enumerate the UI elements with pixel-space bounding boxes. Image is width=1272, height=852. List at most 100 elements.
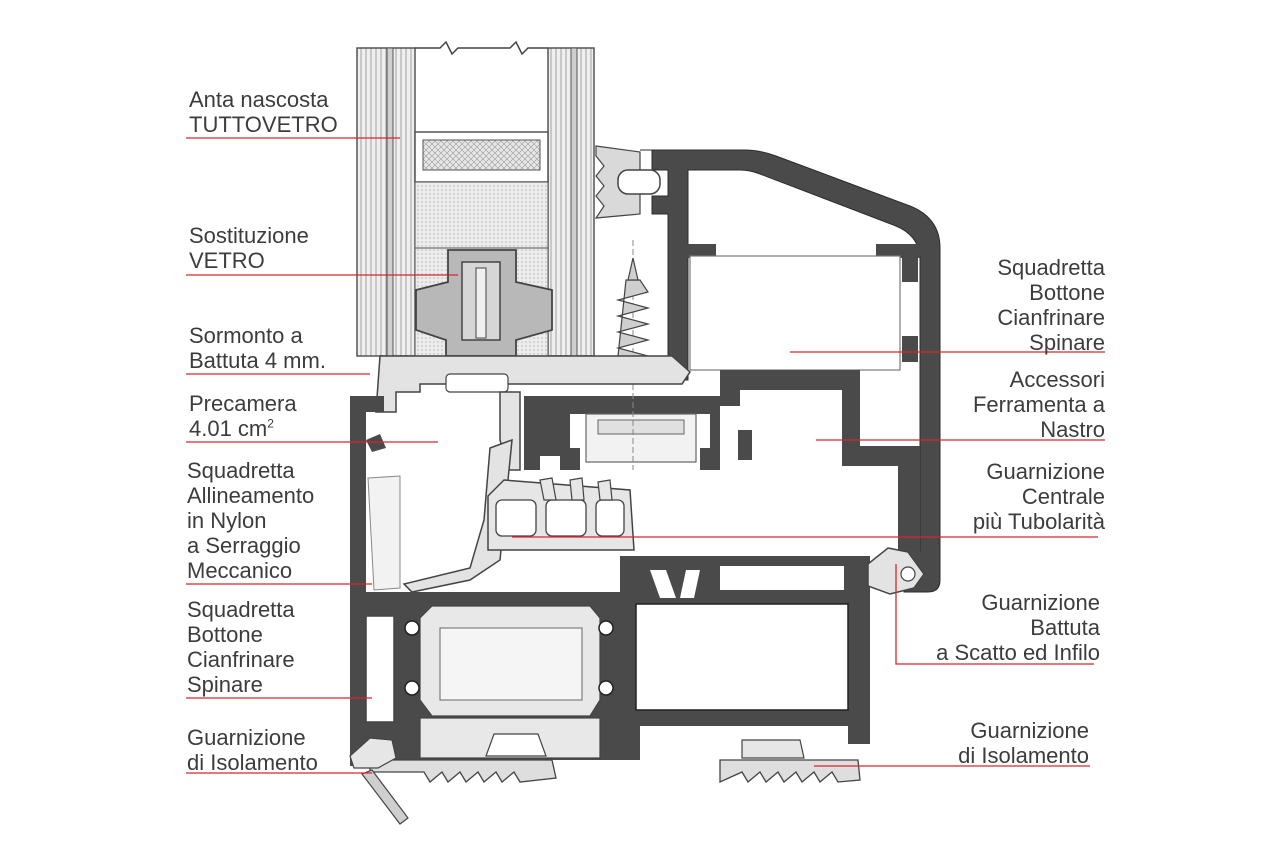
label-line: a Scatto ed Infilo [936, 640, 1100, 665]
hardware-channel [524, 240, 720, 470]
label-line: Guarnizione [986, 459, 1105, 484]
glazing-clip-rib [475, 267, 487, 339]
label-line: Cianfrinare [187, 647, 295, 672]
alignment-cleat [367, 475, 401, 591]
central-gasket [487, 477, 635, 551]
label-precamera: Precamera 4.01 cm2 [189, 391, 297, 441]
label-line: Squadretta [187, 597, 295, 622]
label-line: Guarnizione [187, 725, 306, 750]
label-sormonto: Sormonto a Battuta 4 mm. [189, 323, 326, 373]
insulation-gaskets [349, 737, 861, 825]
frame-inner-chamber-top [876, 244, 920, 258]
label-squadretta-bottone-right: Squadretta Bottone Cianfrinare Spinare [997, 255, 1105, 355]
label-isolamento-left: Guarnizione di Isolamento [187, 725, 318, 775]
label-line: Nastro [1040, 417, 1105, 442]
frame-wall [898, 466, 920, 556]
drip-fin [720, 566, 844, 590]
sealant [414, 181, 549, 249]
label-line: di Isolamento [958, 743, 1089, 768]
label-line: Precamera [189, 391, 297, 416]
insulation-gasket-right [719, 759, 861, 784]
label-line: Allineamento [187, 483, 315, 508]
frame-wall [738, 430, 752, 460]
lower-frame-left [350, 396, 401, 766]
label-line: Spinare [1029, 330, 1105, 355]
label-anta-nascosta: Anta nascosta TUTTOVETRO [189, 87, 338, 137]
drip-fin [650, 570, 676, 598]
sash-overlap [375, 355, 691, 413]
glass-unit [356, 40, 595, 357]
label-line: Accessori [1009, 367, 1105, 392]
label-line: Battuta 4 mm. [189, 348, 326, 373]
cleat-pin [404, 620, 420, 636]
corner-cleat-right [689, 255, 901, 371]
lower-right-chamber [635, 603, 849, 711]
label-line: TUTTOVETRO [189, 112, 338, 137]
label-line: Battuta [1030, 615, 1100, 640]
label-squadretta-bottone-left: Squadretta Bottone Cianfrinare Spinare [187, 597, 295, 697]
label-isolamento-right: Guarnizione di Isolamento [958, 718, 1089, 768]
corner-cleat-left [365, 615, 395, 723]
screw-tip [627, 257, 639, 281]
insulation-lip [361, 769, 409, 825]
central-gasket-fin [597, 479, 613, 501]
label-line: Cianfrinare [997, 305, 1105, 330]
cleat-pin [598, 620, 614, 636]
leader-lines [186, 137, 1105, 774]
label-guarnizione-battuta: Guarnizione Battuta a Scatto ed Infilo [936, 590, 1100, 665]
label-line: Squadretta [997, 255, 1105, 280]
label-line: Guarnizione [981, 590, 1100, 615]
insulation-foot [349, 737, 397, 769]
sash-profile [375, 355, 691, 593]
central-gasket-fin [539, 477, 557, 501]
glass-break-line [415, 40, 548, 56]
frame-tooth [902, 256, 918, 282]
label-squadretta-nylon: Squadretta Allineamento in Nylon a Serra… [187, 458, 314, 583]
label-line: di Isolamento [187, 750, 318, 775]
label-sostituzione-vetro: Sostituzione VETRO [189, 223, 309, 273]
label-line: Anta nascosta [189, 87, 329, 112]
thermal-break [400, 592, 620, 760]
cleat-pin [598, 680, 614, 696]
label-line: Sostituzione [189, 223, 309, 248]
label-line: Guarnizione [970, 718, 1089, 743]
leader-battuta [895, 564, 1094, 665]
central-gasket-cell [495, 499, 537, 537]
cleat-pin [404, 680, 420, 696]
insulation-foot [741, 739, 805, 759]
screw [615, 257, 651, 363]
label-line: 4.01 cm2 [189, 416, 297, 441]
channel-profile [524, 396, 720, 470]
hardware-strip-detail [597, 419, 685, 435]
thermal-break-chamber [439, 627, 583, 701]
label-line: Centrale [1021, 484, 1105, 509]
insulation-gasket-left [369, 759, 557, 783]
corner-cleat-left-slot [366, 434, 386, 452]
central-gasket-cell [595, 499, 625, 537]
label-line: VETRO [189, 248, 265, 273]
label-line: Bottone [1029, 280, 1105, 305]
frame-inner-chamber-top [686, 244, 716, 258]
frame-tooth [902, 336, 918, 362]
glass-pane-outer [356, 47, 416, 357]
sash-chamber [445, 373, 509, 393]
label-line: Bottone [187, 622, 263, 647]
label-line: in Nylon [187, 508, 267, 533]
label-line: Ferramenta a [972, 392, 1105, 417]
label-line: Squadretta [187, 458, 295, 483]
label-line: più Tubolarità [972, 509, 1105, 534]
frame-lower-chamber [720, 370, 920, 466]
drip-fin [680, 570, 700, 598]
central-gasket-cell [545, 499, 587, 537]
label-line: Sormonto a [189, 323, 303, 348]
label-accessori: Accessori Ferramenta a Nastro [973, 367, 1105, 442]
glass-interlayer [570, 47, 578, 357]
desiccant [422, 139, 541, 171]
label-line: Spinare [187, 672, 263, 697]
label-line: a Serraggio [187, 533, 301, 558]
top-gasket-hole [617, 169, 661, 195]
precamera-value: 4.01 cm [189, 416, 268, 441]
snap-gasket-hole [900, 566, 916, 582]
